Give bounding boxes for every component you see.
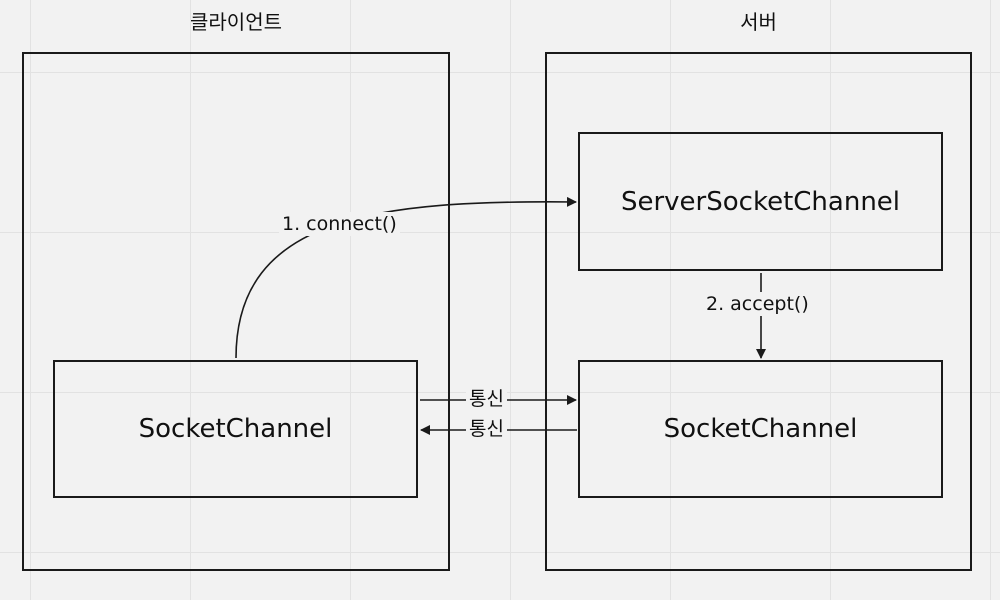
server-accepted-socket-channel-label: SocketChannel — [663, 414, 858, 444]
server-group — [545, 52, 972, 571]
comm-to-client-label: 통신 — [466, 417, 507, 441]
accept-label: 2. accept() — [703, 292, 812, 316]
client-group-title: 클라이언트 — [190, 10, 282, 34]
server-group-title: 서버 — [740, 10, 777, 34]
client-group — [22, 52, 450, 571]
comm-to-server-label: 통신 — [466, 387, 507, 411]
client-socket-channel-label: SocketChannel — [138, 414, 333, 444]
server-socket-channel-node: ServerSocketChannel — [578, 132, 943, 271]
server-accepted-socket-channel-node: SocketChannel — [578, 360, 943, 498]
connect-label: 1. connect() — [279, 212, 400, 236]
server-socket-channel-label: ServerSocketChannel — [620, 186, 901, 217]
client-socket-channel-node: SocketChannel — [53, 360, 418, 498]
